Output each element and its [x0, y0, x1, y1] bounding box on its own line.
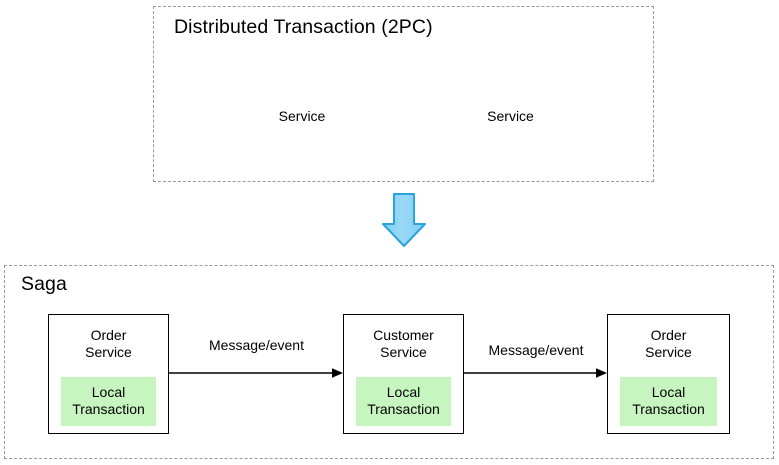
local-transaction-badge: Local Transaction: [620, 377, 717, 426]
group-distributed-transaction: Distributed Transaction (2PC): [153, 6, 654, 182]
local-transaction-badge: Local Transaction: [61, 377, 156, 426]
service-box-customer-service-2pc: Customer: [450, 50, 571, 167]
service-box-order-service-2pc: Order: [241, 50, 363, 167]
connector-arrow-1: [169, 364, 344, 382]
down-arrow-icon: [378, 191, 430, 249]
service-label-line2: Service: [645, 344, 692, 360]
group-title-distributed-transaction: Distributed Transaction (2PC): [174, 16, 433, 38]
connector-arrow-2: [464, 364, 608, 382]
service-label: Order: [90, 327, 127, 343]
service-label-line2: Service: [85, 344, 132, 360]
group-saga: Saga: [4, 265, 774, 459]
connector-label-message-event-2: Message/event: [488, 342, 584, 358]
service-label: Order: [284, 100, 320, 116]
service-label: Customer: [373, 327, 434, 343]
service-box-order-service-saga-1: Order Service Local Transaction: [48, 314, 169, 434]
service-label: Customer: [480, 100, 541, 116]
connector-label-message-event-1: Message/event: [209, 337, 304, 353]
local-transaction-badge: Local Transaction: [356, 377, 451, 426]
service-box-order-service-saga-2: Order Service Local Transaction: [607, 314, 730, 434]
group-title-saga: Saga: [21, 273, 67, 295]
service-box-customer-service-saga: Customer Service Local Transaction: [343, 314, 464, 434]
service-label-line2: Service: [380, 344, 427, 360]
service-label: Order: [650, 327, 687, 343]
